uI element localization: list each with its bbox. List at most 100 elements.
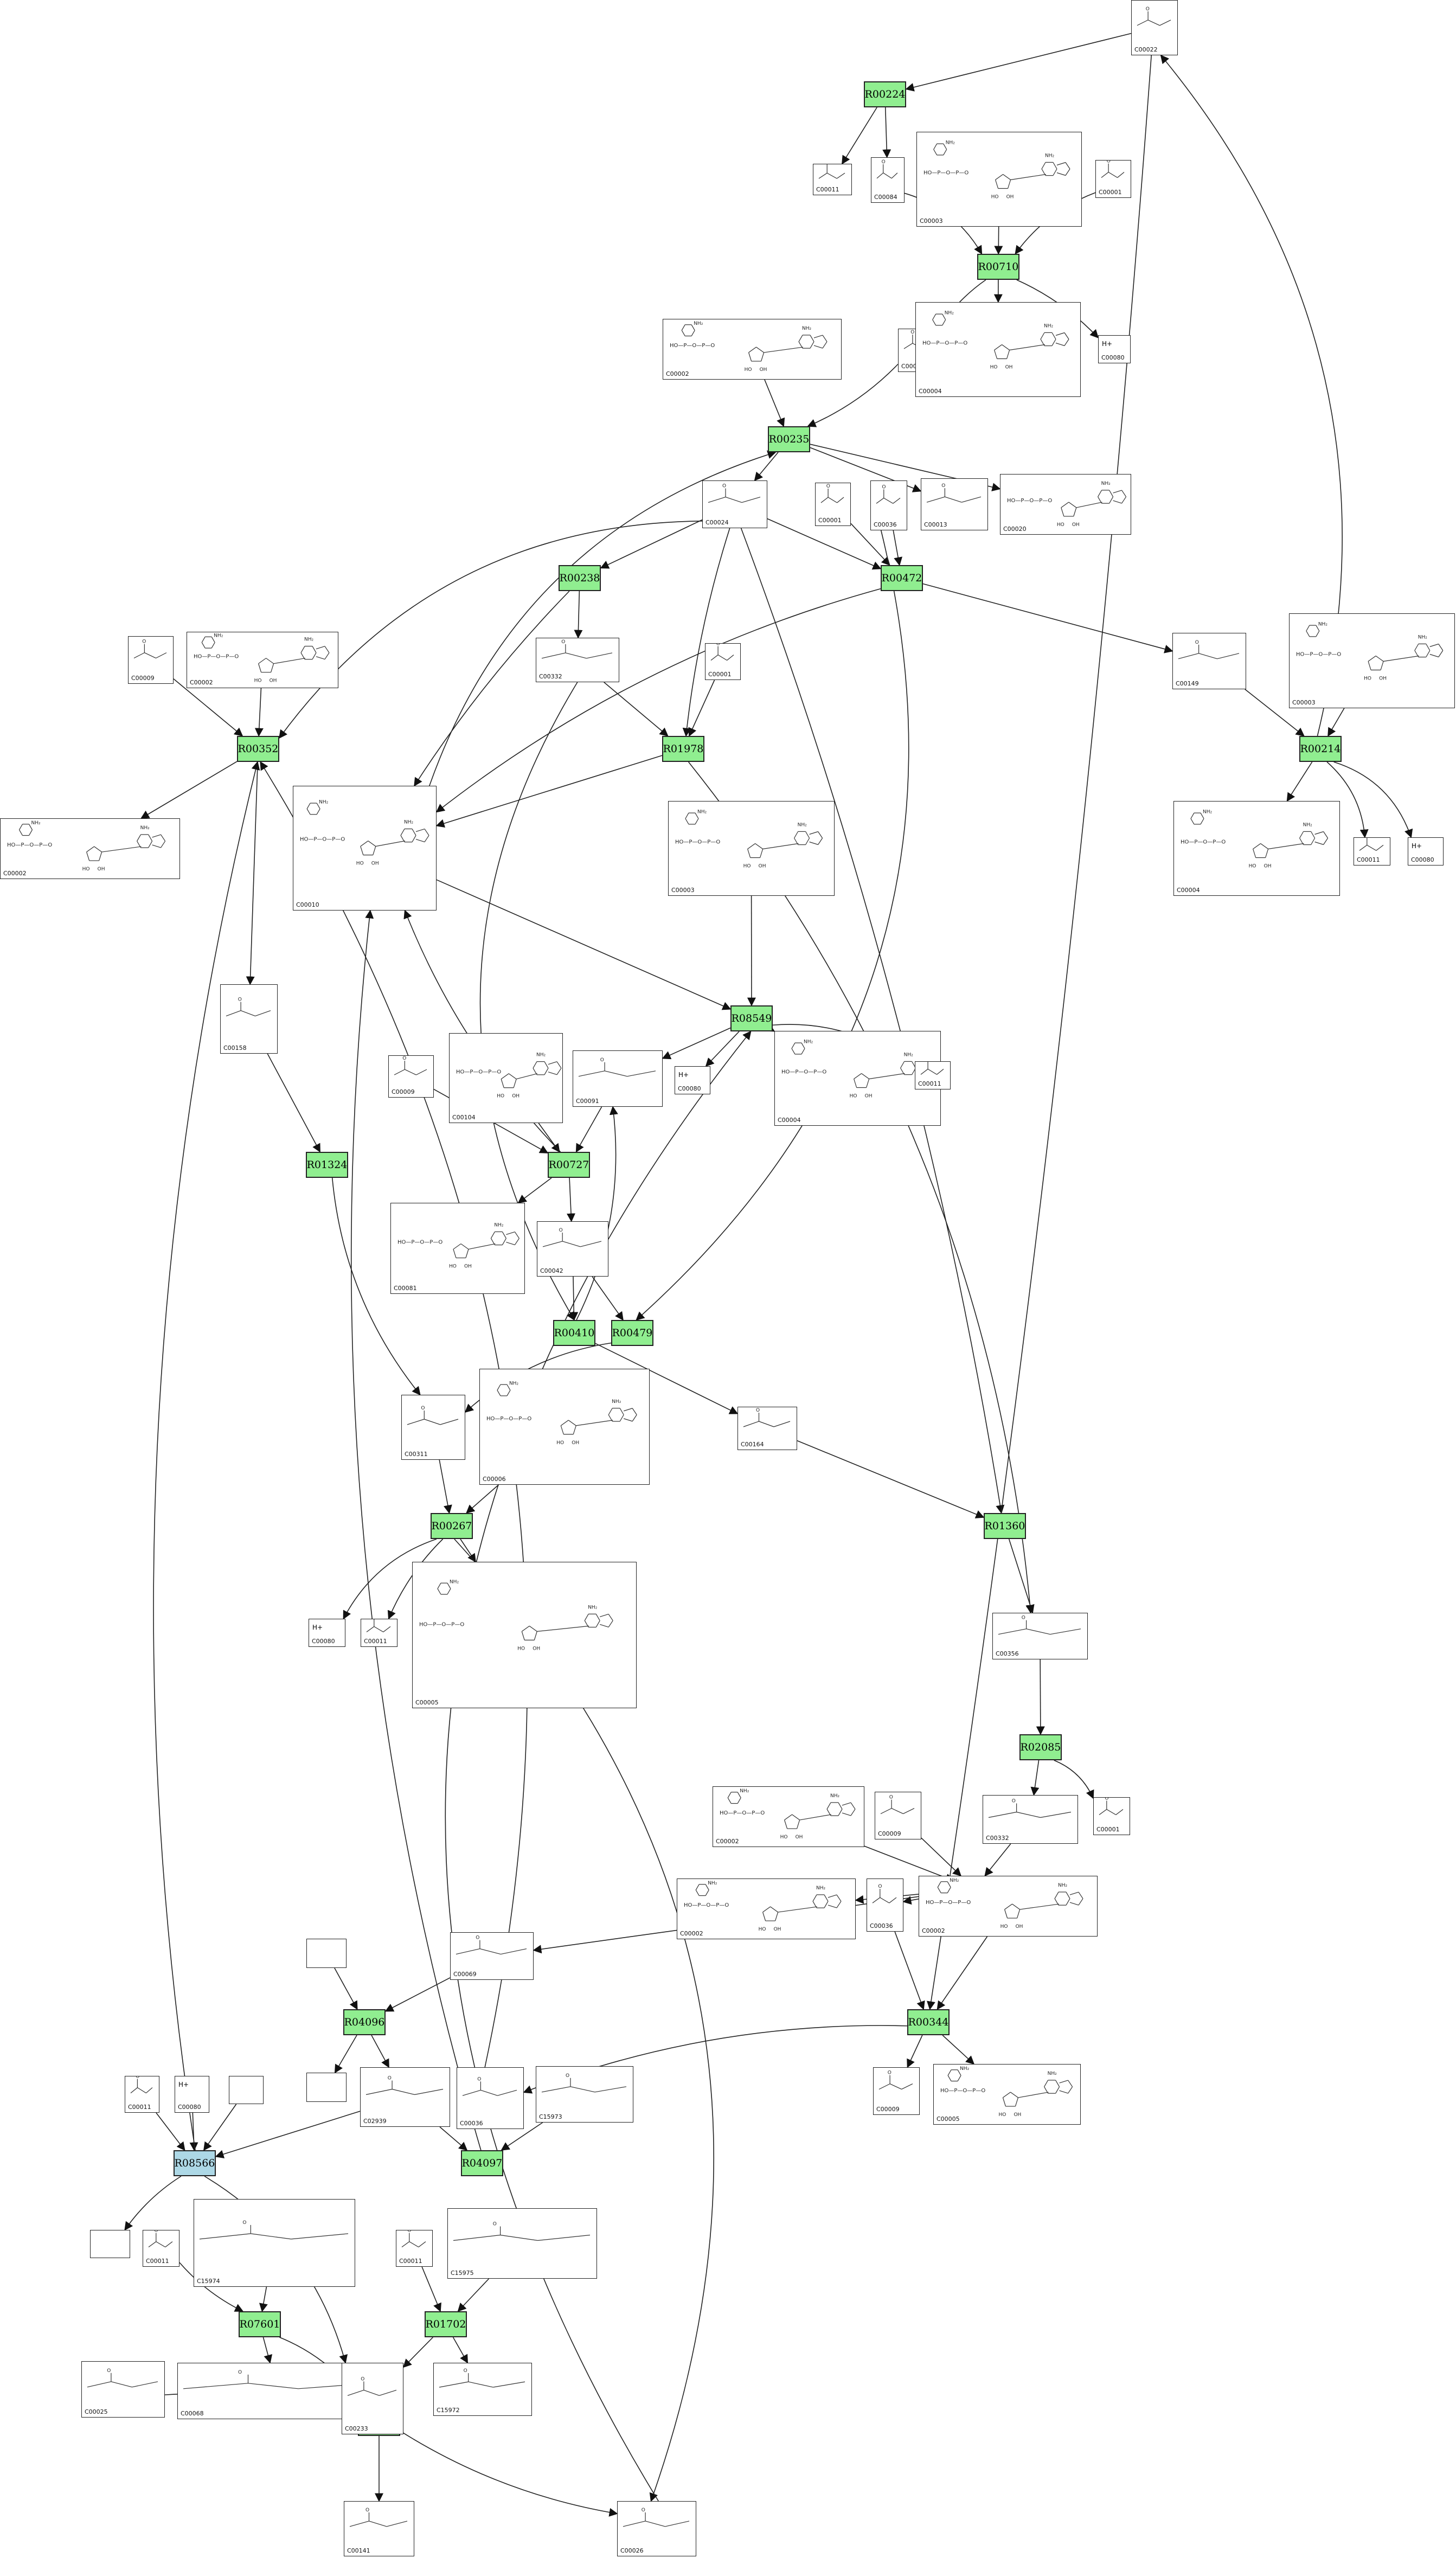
reaction-r01360[interactable]: R01360 bbox=[984, 1513, 1026, 1539]
compound-unlabeled[interactable] bbox=[90, 2230, 130, 2258]
svg-text:O: O bbox=[1195, 640, 1199, 645]
compound-c00080[interactable]: H+C00080 bbox=[1408, 837, 1444, 866]
reaction-r00344[interactable]: R00344 bbox=[907, 2009, 950, 2035]
compound-unlabeled[interactable] bbox=[306, 1939, 347, 1968]
reaction-r00710[interactable]: R00710 bbox=[977, 254, 1019, 280]
reaction-r07601[interactable]: R07601 bbox=[239, 2311, 281, 2337]
reaction-r01702[interactable]: R01702 bbox=[425, 2311, 467, 2337]
reaction-r00479[interactable]: R00479 bbox=[611, 1320, 653, 1346]
compound-unlabeled[interactable] bbox=[229, 2076, 264, 2104]
reaction-r08566[interactable]: R08566 bbox=[174, 2150, 216, 2176]
reaction-r01324[interactable]: R01324 bbox=[306, 1152, 348, 1178]
compound-c00080[interactable]: H+C00080 bbox=[1098, 335, 1131, 363]
reaction-r00727[interactable]: R00727 bbox=[548, 1152, 590, 1178]
structure-drawing: O bbox=[876, 159, 898, 179]
reaction-r00472[interactable]: R00472 bbox=[881, 565, 923, 591]
compound-c00080[interactable]: H+C00080 bbox=[309, 1619, 345, 1647]
reaction-r04097[interactable]: R04097 bbox=[461, 2150, 503, 2176]
reaction-r02085[interactable]: R02085 bbox=[1019, 1734, 1062, 1760]
reaction-r00235[interactable]: R00235 bbox=[768, 426, 810, 452]
compound-c00080[interactable]: H+C00080 bbox=[675, 1066, 710, 1094]
reaction-r00238[interactable]: R00238 bbox=[559, 565, 601, 591]
reaction-r01978[interactable]: R01978 bbox=[662, 736, 704, 762]
edge-arrow bbox=[937, 1936, 988, 2010]
edge-arrow bbox=[600, 519, 703, 569]
reaction-r00352[interactable]: R00352 bbox=[237, 736, 279, 762]
reaction-r00267[interactable]: R00267 bbox=[431, 1513, 473, 1539]
reaction-r00224[interactable]: R00224 bbox=[864, 81, 906, 107]
reaction-r08549[interactable]: R08549 bbox=[730, 1005, 773, 1031]
reaction-r04096[interactable]: R04096 bbox=[343, 2009, 386, 2035]
svg-text:NH₂: NH₂ bbox=[946, 140, 955, 146]
compound-c00080[interactable]: H+C00080 bbox=[175, 2076, 209, 2113]
compound-unlabeled[interactable] bbox=[306, 2073, 347, 2102]
reaction-r00214[interactable]: R00214 bbox=[1299, 736, 1342, 762]
ion-symbol: H+ bbox=[312, 1624, 323, 1631]
compound-id-label: C00003 bbox=[671, 887, 695, 894]
structure-drawing: O bbox=[462, 2076, 517, 2096]
reaction-r00410[interactable]: R00410 bbox=[553, 1320, 595, 1346]
